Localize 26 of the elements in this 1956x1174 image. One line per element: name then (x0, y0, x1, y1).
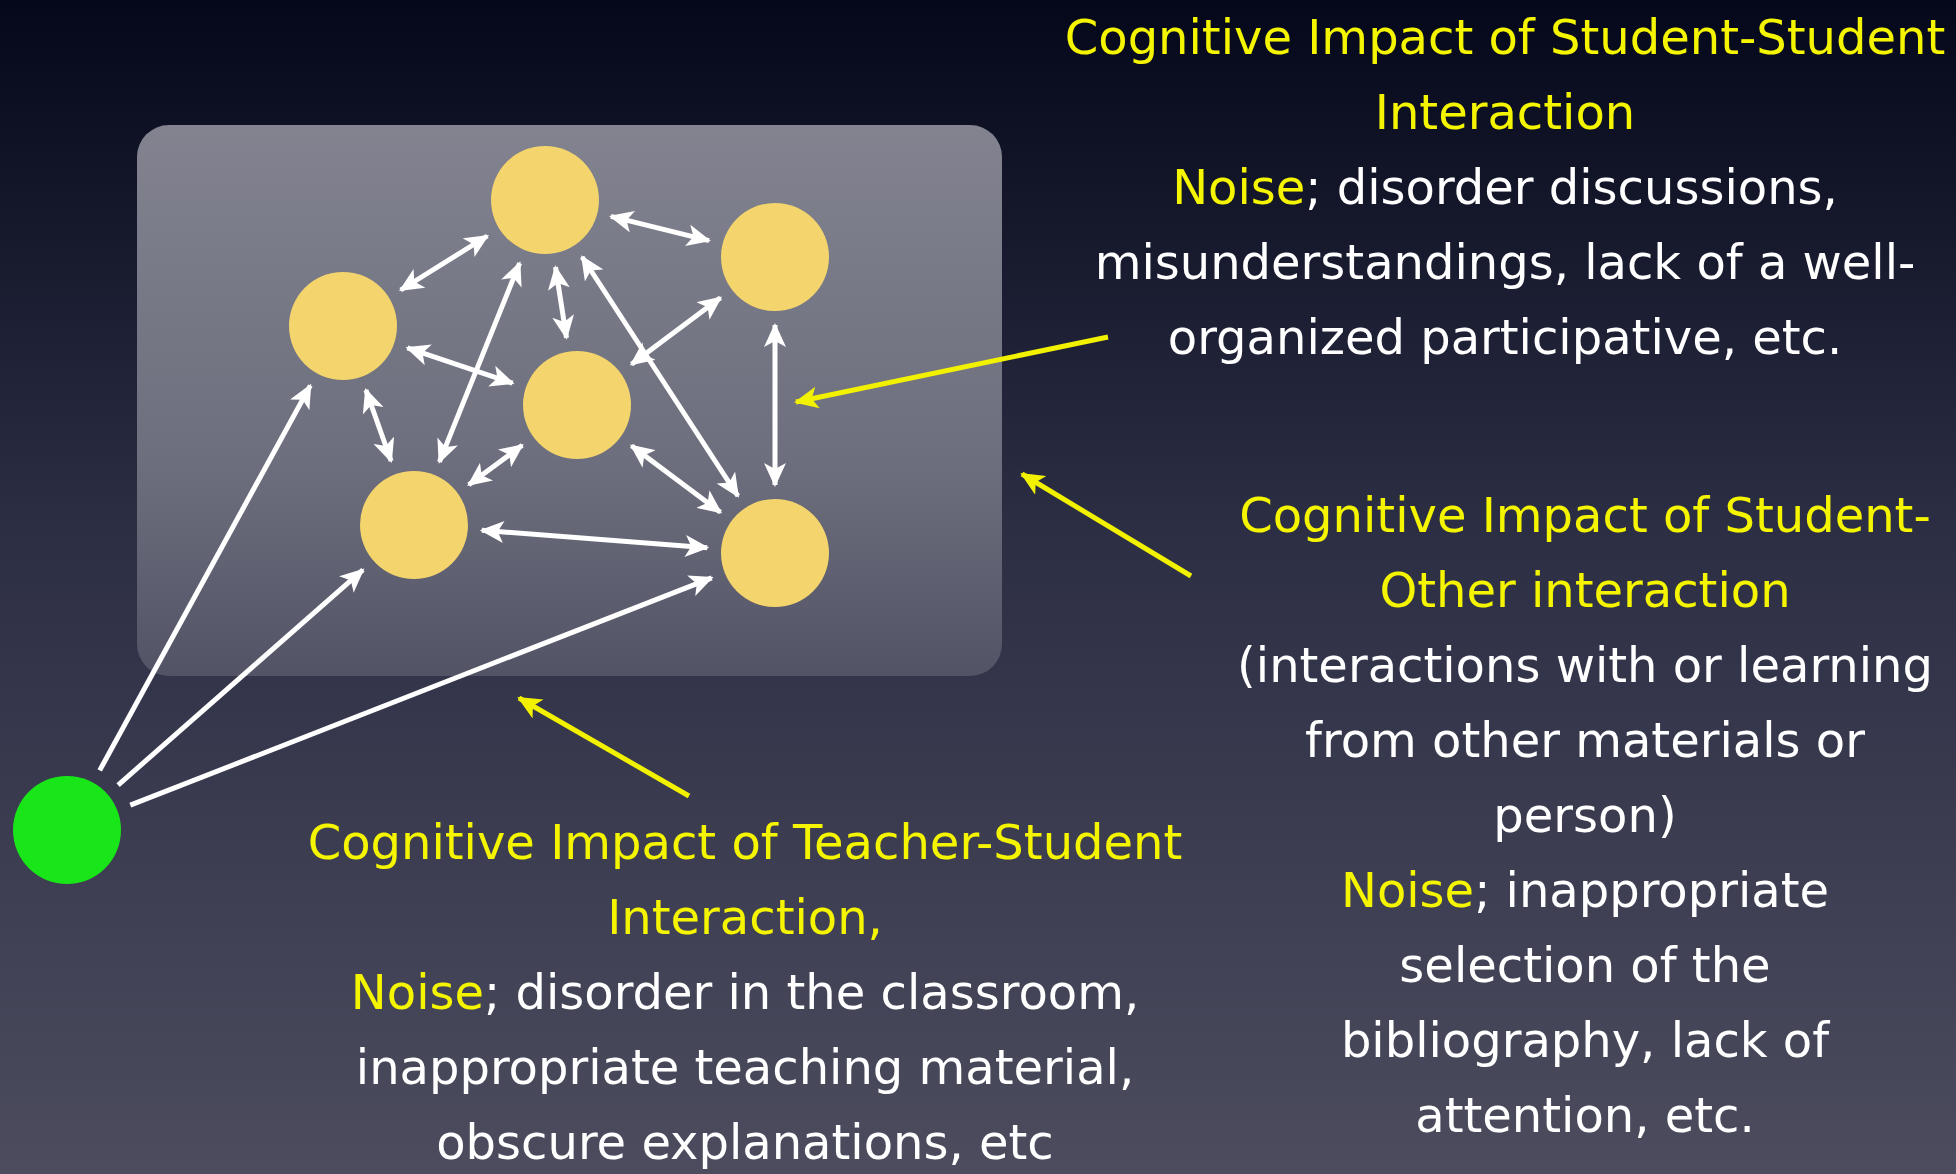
description-text: Noise; disorder discussions, misunderstandings, lack of a well-organized participative, etc. (1093, 158, 1917, 367)
heading-text: Cognitive Impact of Student-Student Interaction (1063, 8, 1947, 142)
arrow (116, 568, 365, 787)
heading-text: Cognitive Impact of Student-Other interaction (1238, 486, 1932, 620)
double-arrow (399, 233, 489, 293)
double-arrow (764, 323, 786, 487)
heading-text: Cognitive Impact of Teacher-Student Interaction, (306, 813, 1184, 947)
double-arrow (479, 521, 710, 557)
description-text: (interactions with or learning from other materials or person) (1236, 636, 1934, 845)
double-arrow (405, 344, 515, 387)
double-arrow (629, 443, 723, 515)
description-text: Noise; disorder in the classroom, inappropriate teaching material, obscure explanations, etc (349, 963, 1141, 1172)
arrow (97, 383, 313, 772)
double-arrow (467, 443, 524, 487)
leader-arrow (794, 334, 1109, 409)
double-arrow (437, 261, 522, 464)
double-arrow (609, 211, 711, 246)
description-text: Noise; inappropriate selection of the bibliography, lack of attention, etc. (1339, 861, 1831, 1145)
arrow (129, 575, 714, 808)
leader-arrow (517, 695, 691, 799)
panel (137, 125, 1002, 676)
leader-arrow (1020, 471, 1193, 579)
double-arrow (580, 255, 740, 498)
double-arrow (629, 295, 723, 367)
double-arrow (362, 388, 395, 463)
double-arrow (548, 265, 574, 340)
